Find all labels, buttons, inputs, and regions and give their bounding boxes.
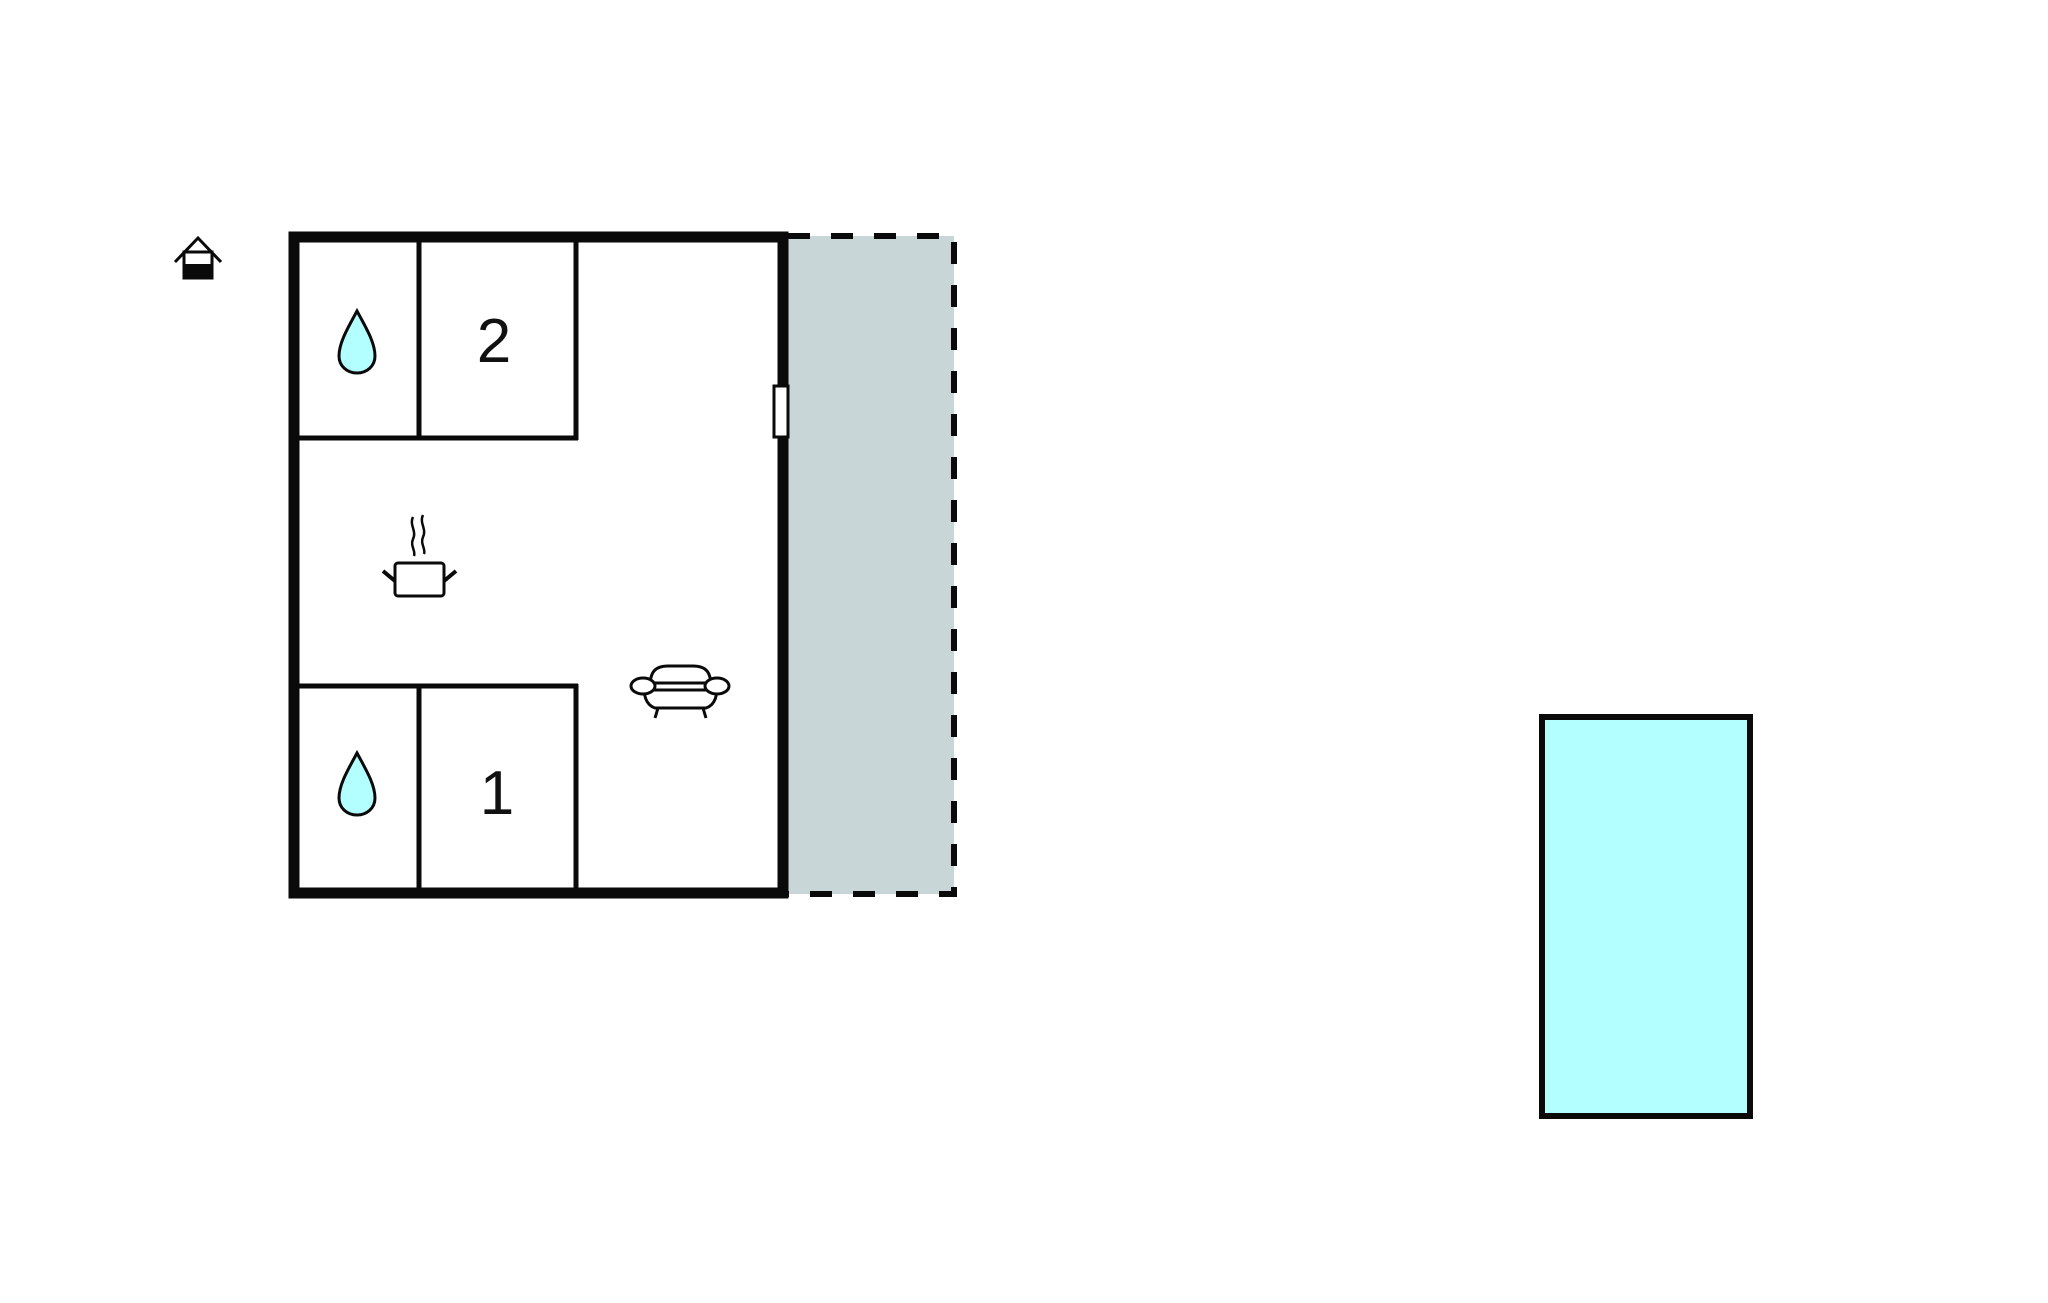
water-drop-icon [337,749,377,817]
terrace [788,233,957,897]
room-label-bedroom-1: 1 [480,759,514,828]
sofa-icon [629,664,731,719]
interior-walls [294,237,579,893]
room-label-bedroom-2: 2 [477,307,511,376]
cooking-pot-icon [381,514,458,598]
pool [1539,714,1753,1119]
door [772,384,790,439]
water-drop-icon [337,307,377,375]
house-entrance-icon [173,235,223,280]
house-outer-wall [288,231,789,899]
